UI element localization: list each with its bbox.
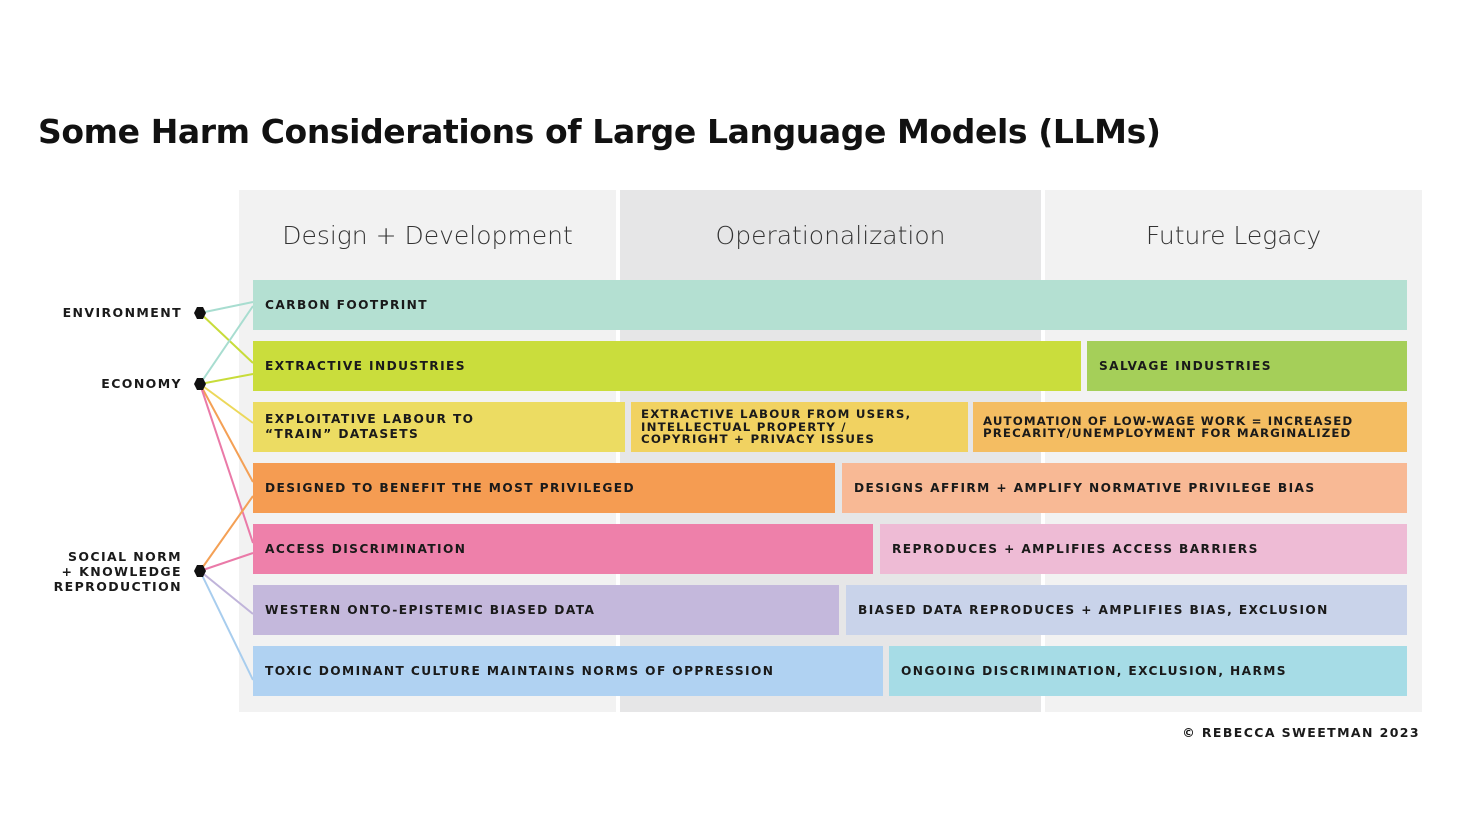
- column-header-future: Future Legacy: [1145, 220, 1322, 250]
- category-economy: ECONOMY: [101, 376, 182, 391]
- category-social-norm: SOCIAL NORM + KNOWLEDGE REPRODUCTION: [53, 549, 182, 594]
- bar-access-barriers: REPRODUCES + AMPLIFIES ACCESS BARRIERS: [880, 524, 1407, 574]
- bar-toxic-dominant-culture: TOXIC DOMINANT CULTURE MAINTAINS NORMS O…: [253, 646, 883, 696]
- bar-ongoing-discrimination: ONGOING DISCRIMINATION, EXCLUSION, HARMS: [889, 646, 1407, 696]
- bar-label: EXTRACTIVE LABOUR FROM USERS, INTELLECTU…: [641, 407, 912, 447]
- bar-access-discrimination: ACCESS DISCRIMINATION: [253, 524, 873, 574]
- bar-label: ONGOING DISCRIMINATION, EXCLUSION, HARMS: [901, 663, 1287, 678]
- bar-label: AUTOMATION OF LOW-WAGE WORK = INCREASED …: [983, 413, 1354, 440]
- bar-label: EXPLOITATIVE LABOUR TO “TRAIN” DATASETS: [265, 412, 475, 441]
- diagram-title: Some Harm Considerations of Large Langua…: [38, 112, 1161, 151]
- bar-label: ACCESS DISCRIMINATION: [265, 541, 467, 556]
- connector-social-access: [199, 552, 254, 572]
- category-environment: ENVIRONMENT: [62, 305, 182, 320]
- bar-designs-affirm: DESIGNS AFFIRM + AMPLIFY NORMATIVE PRIVI…: [842, 463, 1407, 513]
- bar-label: DESIGNS AFFIRM + AMPLIFY NORMATIVE PRIVI…: [854, 480, 1316, 495]
- bar-label: WESTERN ONTO-EPISTEMIC BIASED DATA: [265, 602, 596, 617]
- connector-environment-extractive: [199, 312, 254, 364]
- connector-social-western: [199, 570, 254, 615]
- bar-label: SALVAGE INDUSTRIES: [1099, 358, 1272, 373]
- connector-economy-carbon: [199, 305, 254, 385]
- bar-biased-data-reproduces: BIASED DATA REPRODUCES + AMPLIFIES BIAS,…: [846, 585, 1407, 635]
- bar-label: REPRODUCES + AMPLIFIES ACCESS BARRIERS: [892, 541, 1259, 556]
- bar-designed-to-benefit: DESIGNED TO BENEFIT THE MOST PRIVILEGED: [253, 463, 835, 513]
- bar-label: BIASED DATA REPRODUCES + AMPLIFIES BIAS,…: [858, 602, 1329, 617]
- bar-western-biased-data: WESTERN ONTO-EPISTEMIC BIASED DATA: [253, 585, 839, 635]
- column-header-design: Design + Development: [282, 220, 573, 250]
- bar-automation-low-wage: AUTOMATION OF LOW-WAGE WORK = INCREASED …: [973, 402, 1407, 452]
- bar-carbon-footprint: CARBON FOOTPRINT: [253, 280, 1407, 330]
- bar-label: DESIGNED TO BENEFIT THE MOST PRIVILEGED: [265, 480, 635, 495]
- node-economy: [194, 378, 206, 390]
- connector-social-toxic: [199, 570, 254, 681]
- connector-economy-privileged: [199, 383, 254, 483]
- node-environment: [194, 307, 206, 319]
- bar-extractive-labour-users: EXTRACTIVE LABOUR FROM USERS, INTELLECTU…: [631, 402, 968, 452]
- connector-social-privileged: [199, 495, 254, 572]
- bar-label: TOXIC DOMINANT CULTURE MAINTAINS NORMS O…: [265, 663, 775, 678]
- bar-extractive-industries: EXTRACTIVE INDUSTRIES: [253, 341, 1081, 391]
- connector-economy-extractive: [199, 373, 254, 385]
- bar-label: CARBON FOOTPRINT: [265, 297, 428, 312]
- column-header-operationalization: Operationalization: [715, 220, 946, 250]
- connector-environment-carbon: [199, 301, 254, 314]
- connector-economy-access: [199, 383, 254, 544]
- connector-economy-labour: [199, 383, 254, 424]
- node-social: [194, 565, 206, 577]
- bar-label: EXTRACTIVE INDUSTRIES: [265, 358, 466, 373]
- copyright-credit: © REBECCA SWEETMAN 2023: [1182, 725, 1420, 740]
- bar-exploitative-labour: EXPLOITATIVE LABOUR TO “TRAIN” DATASETS: [253, 402, 625, 452]
- bar-salvage-industries: SALVAGE INDUSTRIES: [1087, 341, 1407, 391]
